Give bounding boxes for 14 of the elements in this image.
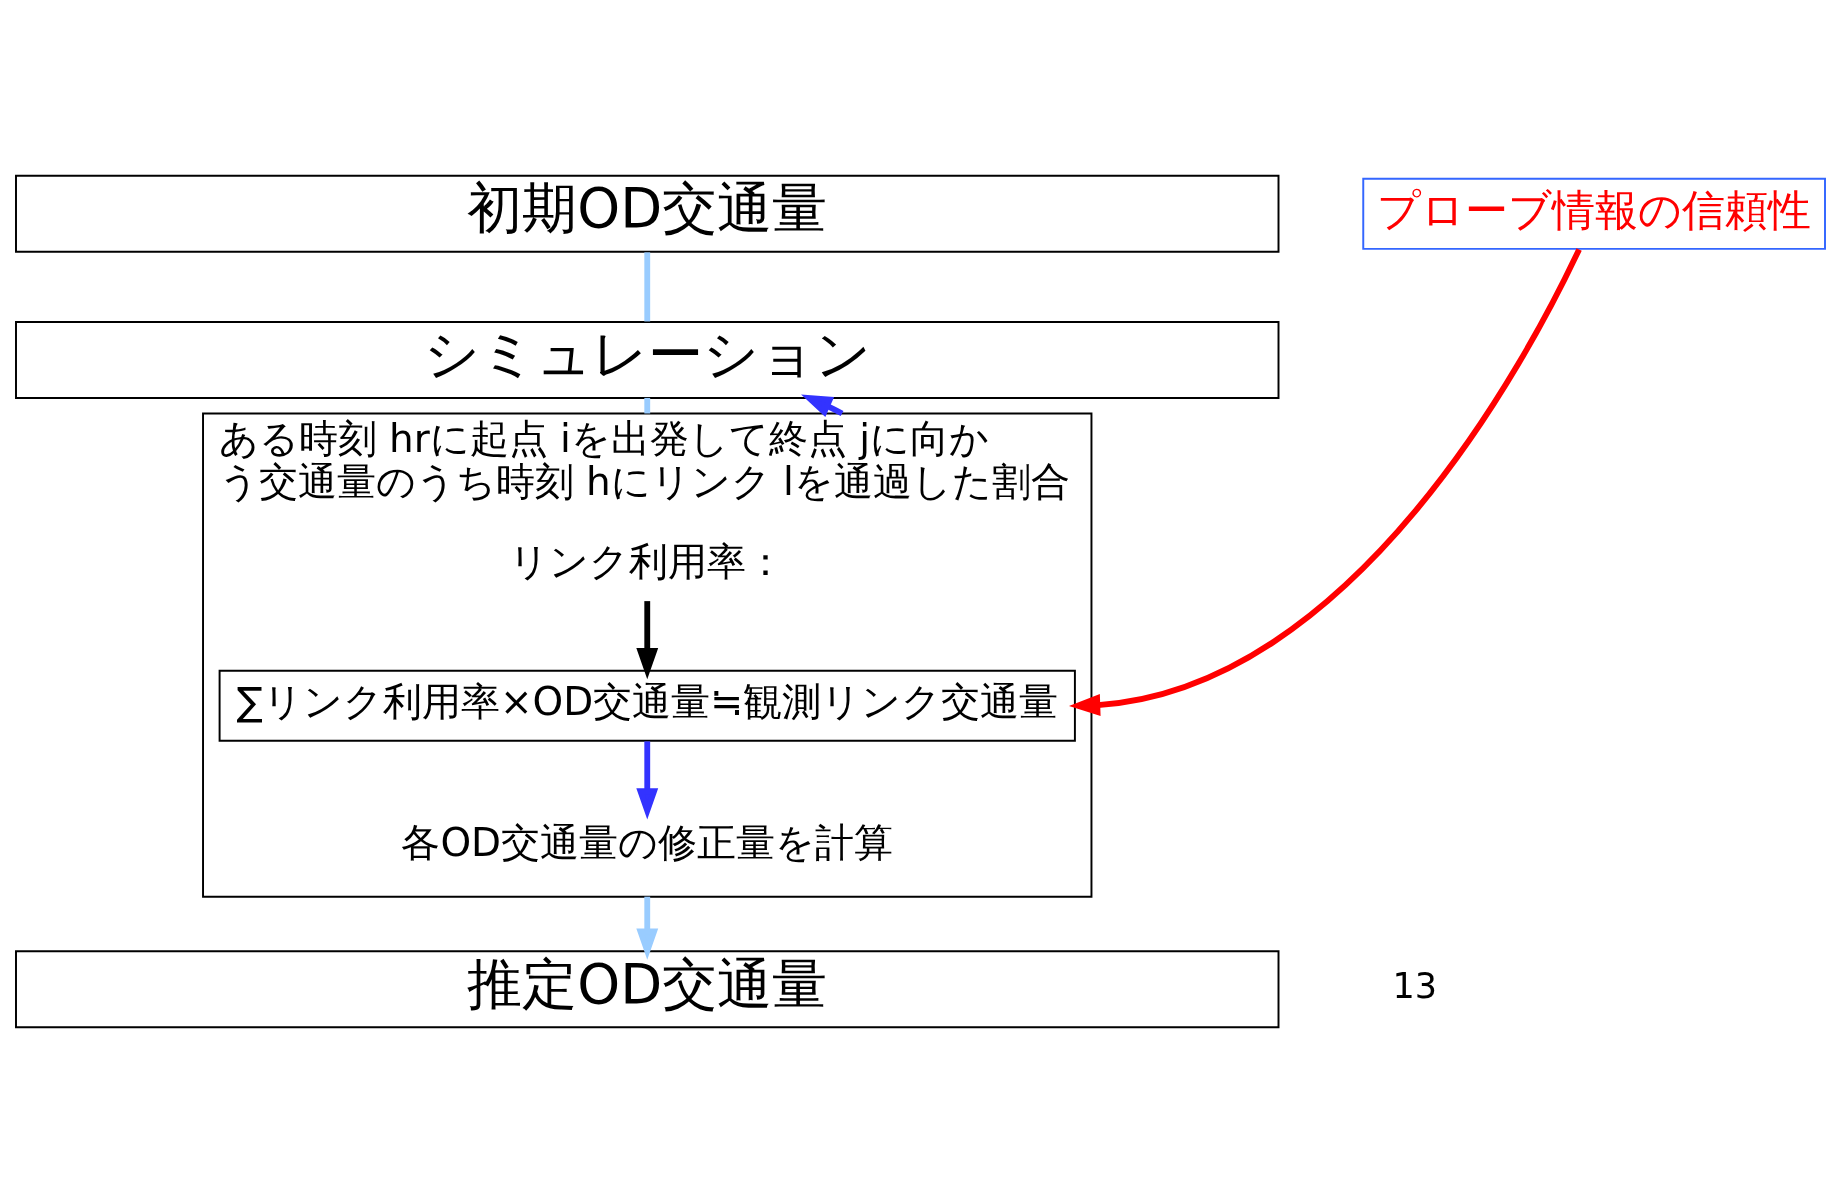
node-box: 推定OD交通量 [15,949,1280,1028]
connector [644,397,651,413]
node-box: 初期OD交通量 [15,174,1280,253]
node-box: シミュレーション [15,320,1280,399]
node-box: プローブ情報の信頼性 [1362,177,1826,250]
node-box: ∑リンク利用率×OD交通量≒観測リンク交通量 [218,669,1076,742]
arrow [636,600,659,679]
connector [644,251,651,321]
label: 13 [1392,964,1438,1006]
node-text: 各OD交通量の修正量を計算 [401,819,894,865]
arrow [636,896,659,960]
arrow [1069,247,1582,716]
arrow [636,740,659,820]
node-text: リンク利用率： [509,538,786,584]
